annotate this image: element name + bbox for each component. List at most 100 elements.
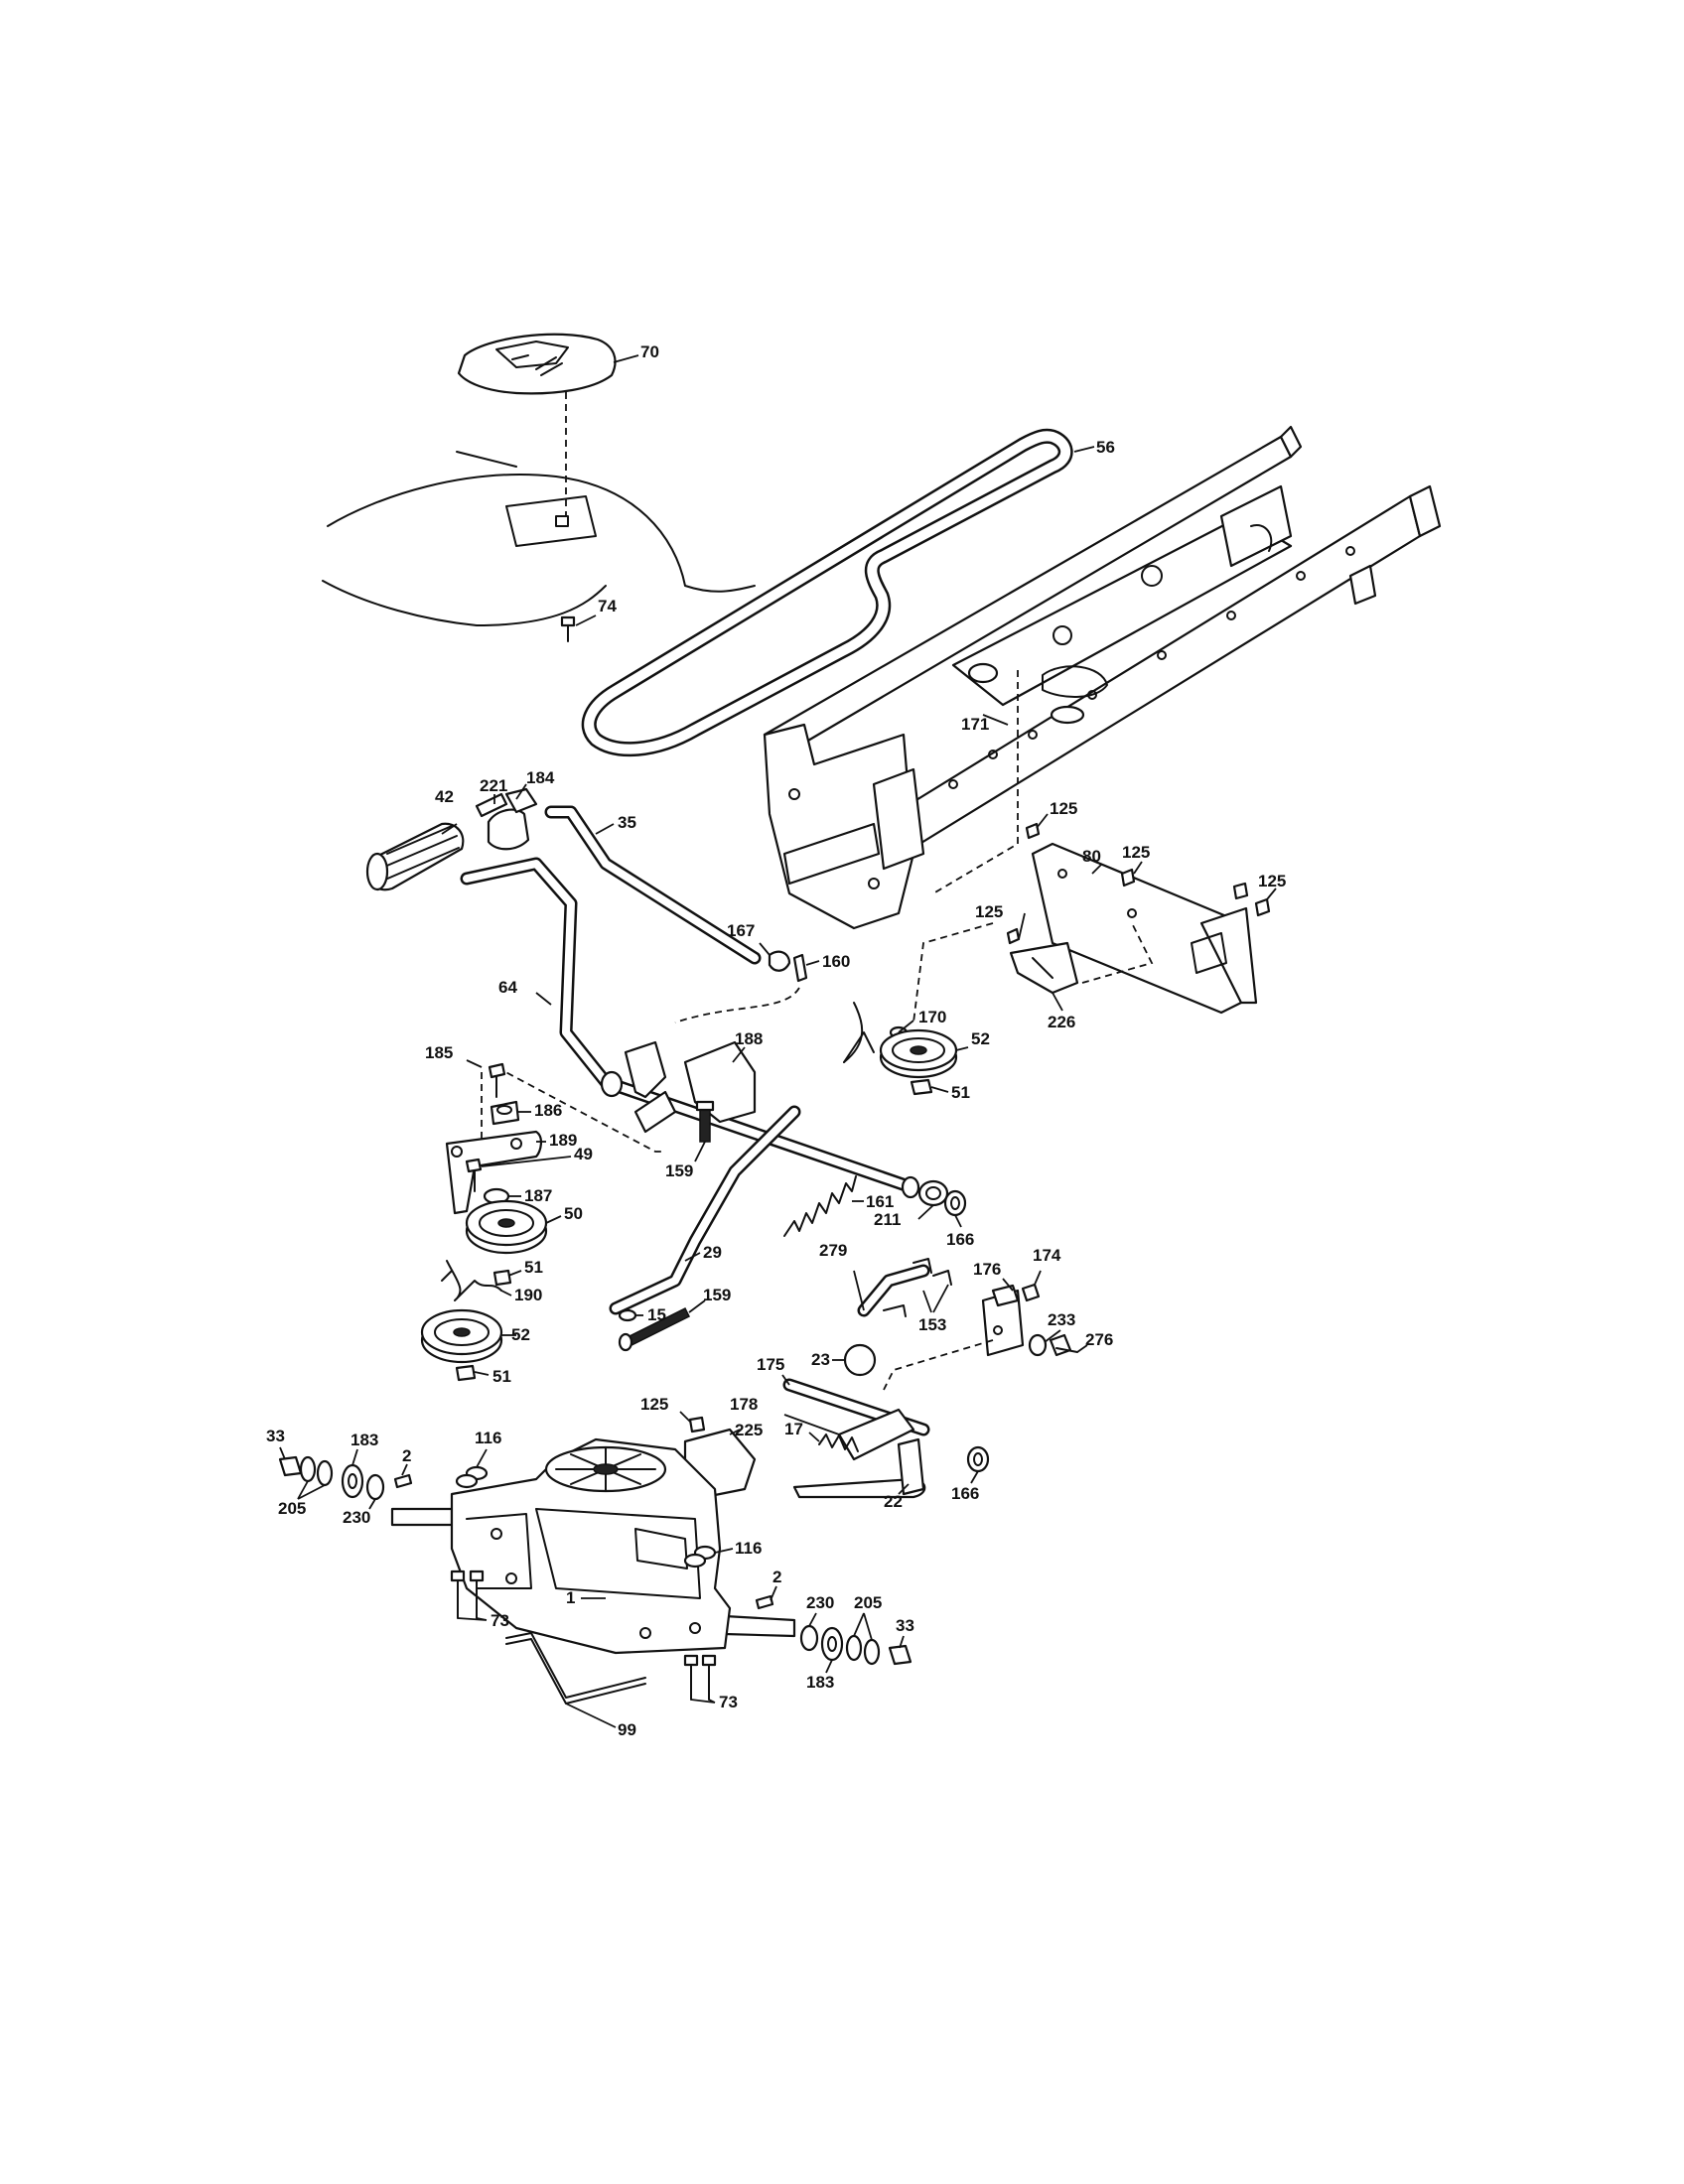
leader-176-23	[883, 1339, 994, 1391]
callout-33-a: 33	[266, 1427, 285, 1445]
part-frame	[763, 425, 1442, 930]
part-33-nut-right	[888, 1644, 912, 1666]
part-153-clips	[883, 1258, 952, 1317]
callout-1: 1	[566, 1588, 575, 1607]
callout-176: 176	[973, 1260, 1001, 1279]
callout-230-b: 230	[806, 1593, 834, 1612]
callout-171: 171	[961, 715, 989, 734]
part-183-bearing-right	[820, 1626, 844, 1662]
part-166-washer-lower	[966, 1445, 990, 1473]
part-73-bolts-right	[683, 1654, 717, 1701]
part-233-washer	[1028, 1333, 1048, 1357]
part-279-link	[857, 1264, 930, 1317]
callout-187: 187	[524, 1186, 552, 1205]
part-33-nut-left	[278, 1455, 303, 1477]
callout-166-b: 166	[951, 1484, 979, 1503]
part-51-nut-mid	[492, 1269, 512, 1287]
part-188-bracket	[624, 1040, 757, 1134]
callout-183-b: 183	[806, 1673, 834, 1692]
part-185-bolt	[488, 1062, 506, 1098]
callout-125-b: 125	[1122, 843, 1150, 862]
callout-29: 29	[703, 1243, 722, 1262]
callout-188: 188	[735, 1029, 763, 1048]
callout-205-b: 205	[854, 1593, 882, 1612]
callout-190: 190	[514, 1286, 542, 1304]
callout-205-a: 205	[278, 1499, 306, 1518]
part-166-washer-upper	[943, 1189, 967, 1217]
callout-125-e: 125	[640, 1395, 668, 1414]
callout-160: 160	[822, 952, 850, 971]
callout-170: 170	[918, 1008, 946, 1026]
callout-167: 167	[727, 921, 755, 940]
part-190-spring	[441, 1260, 502, 1301]
callout-211: 211	[874, 1210, 901, 1229]
part-230-washer-left	[365, 1473, 385, 1501]
part-159-bolt-lower	[618, 1306, 691, 1352]
fender-body	[322, 451, 756, 626]
part-99-bypass-rod	[505, 1632, 646, 1705]
callout-159-b: 159	[703, 1286, 731, 1304]
callout-116-a: 116	[475, 1429, 501, 1447]
callout-17: 17	[784, 1420, 803, 1438]
part-15-washer	[618, 1308, 637, 1322]
part-211-bushing	[917, 1179, 949, 1207]
part-49-bolt	[465, 1158, 483, 1192]
part-174-nut	[1021, 1283, 1041, 1302]
callout-99: 99	[618, 1720, 636, 1739]
callout-116-b: 116	[735, 1539, 762, 1558]
callout-35: 35	[618, 813, 636, 832]
callout-125-c: 125	[1258, 872, 1286, 890]
callout-233: 233	[1048, 1310, 1075, 1329]
part-51-nut-upper	[910, 1078, 933, 1096]
part-160-pin	[792, 953, 808, 983]
callout-279: 279	[819, 1241, 847, 1260]
callout-186: 186	[534, 1101, 562, 1120]
callout-166-a: 166	[946, 1230, 974, 1249]
callout-226: 226	[1048, 1013, 1075, 1031]
callout-64: 64	[498, 978, 517, 997]
callout-159-a: 159	[665, 1161, 693, 1180]
callout-33-b: 33	[896, 1616, 914, 1635]
part-22-pedal-arm	[792, 1437, 926, 1499]
callout-56: 56	[1096, 438, 1115, 457]
part-50-pulley	[465, 1199, 548, 1255]
callout-225: 225	[735, 1421, 763, 1439]
callout-153: 153	[918, 1315, 946, 1334]
part-42-handle-grip	[365, 822, 465, 891]
callout-80: 80	[1082, 847, 1101, 866]
part-230-washer-right	[799, 1624, 819, 1652]
part-116-plug-right	[683, 1545, 717, 1569]
part-52-pulley-upper	[879, 1028, 958, 1079]
callout-49: 49	[574, 1145, 593, 1163]
callout-184: 184	[526, 768, 555, 787]
part-189-idler-arm	[445, 1130, 542, 1215]
callout-230-a: 230	[343, 1508, 370, 1527]
part-125-bolts	[1006, 822, 1271, 945]
part-51-nut-lower	[455, 1364, 477, 1382]
part-176-bracket	[981, 1284, 1025, 1357]
callout-125-a: 125	[1050, 799, 1077, 818]
leader-frame-170	[912, 922, 994, 1024]
part-80-bracket	[1031, 842, 1258, 1015]
leader-171-frame	[932, 670, 1019, 894]
part-29-rod	[609, 1105, 801, 1315]
callout-174: 174	[1033, 1246, 1061, 1265]
callout-70: 70	[640, 342, 659, 361]
callout-42: 42	[435, 787, 454, 806]
part-73-bolts-left	[450, 1570, 485, 1619]
part-186-nut	[490, 1100, 520, 1126]
part-226-plate	[1009, 941, 1079, 995]
part-2-key-left	[393, 1473, 413, 1489]
callout-161: 161	[866, 1192, 894, 1211]
callout-175: 175	[757, 1355, 784, 1374]
callout-189: 189	[549, 1131, 577, 1150]
part-2-key-right	[755, 1594, 774, 1610]
part-159-bolt-upper	[695, 1100, 715, 1143]
leader-lever-link	[674, 987, 800, 1024]
part-205-washer-right	[845, 1634, 881, 1666]
part-116-plug-left	[455, 1465, 489, 1489]
leader-lines	[279, 354, 1277, 1728]
callout-73-b: 73	[719, 1693, 738, 1711]
callout-51-b: 51	[524, 1258, 543, 1277]
part-23-ball	[843, 1343, 877, 1377]
